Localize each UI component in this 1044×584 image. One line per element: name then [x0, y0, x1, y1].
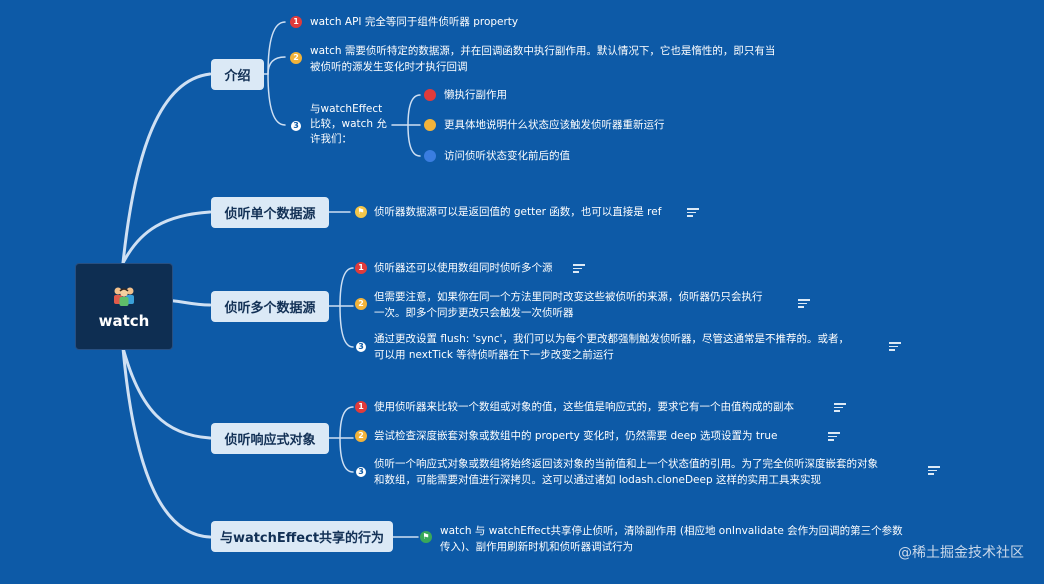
root-title: watch — [98, 311, 150, 330]
compare-label-line-2: 比较，watch 允 — [310, 118, 387, 130]
badge-2-icon: 2 — [355, 430, 367, 442]
compare-label-line-3: 许我们： — [310, 133, 352, 145]
root-node[interactable]: watch — [75, 263, 173, 350]
intro-item-2-line-1[interactable]: watch 需要侦听特定的数据源，并在回调函数中执行副作用。默认情况下，它也是惰… — [310, 45, 776, 57]
multi-item-2-line-2[interactable]: 一次。即多个同步更改只会触发一次侦听器 — [374, 307, 574, 319]
note-icon[interactable] — [573, 264, 585, 274]
intro-item-2-line-2[interactable]: 被侦听的源发生变化时才执行回调 — [310, 61, 468, 73]
blue-dot-icon — [424, 150, 436, 162]
reactive-item-1[interactable]: 使用侦听器来比较一个数组或对象的值，这些值是响应式的，要求它有一个由值构成的副本 — [374, 401, 794, 413]
branch-shared[interactable]: 与watchEffect共享的行为 — [211, 521, 393, 552]
note-icon[interactable] — [828, 432, 840, 442]
branch-intro-label: 介绍 — [224, 69, 251, 84]
multi-item-3-line-1[interactable]: 通过更改设置 flush: 'sync'，我们可以为每个更改都强制触发侦听器，尽… — [374, 333, 849, 345]
orange-dot-icon — [424, 119, 436, 131]
badge-1-icon: 1 — [355, 262, 367, 274]
multi-item-3-line-2[interactable]: 可以用 nextTick 等待侦听器在下一步改变之前运行 — [374, 349, 614, 361]
red-dot-icon — [424, 89, 436, 101]
branch-reactive-label: 侦听响应式对象 — [224, 433, 316, 448]
reactive-item-2[interactable]: 尝试检查深度嵌套对象或数组中的 property 变化时，仍然需要 deep 选… — [374, 430, 778, 442]
badge-3-icon: 3 — [355, 466, 367, 478]
branch-reactive[interactable]: 侦听响应式对象 — [211, 423, 329, 454]
compare-label-line-1: 与watchEffect — [310, 103, 383, 115]
shared-item-line-2[interactable]: 传入)、副作用刷新时机和侦听器调试行为 — [440, 541, 634, 553]
flag-icon: ⚑ — [355, 206, 367, 218]
note-icon[interactable] — [928, 466, 940, 476]
branch-multi-label: 侦听多个数据源 — [224, 301, 316, 316]
badge-2-icon: 2 — [355, 298, 367, 310]
note-icon[interactable] — [798, 299, 810, 309]
branch-multi[interactable]: 侦听多个数据源 — [211, 291, 329, 322]
multi-item-2-line-1[interactable]: 但需要注意，如果你在同一个方法里同时改变这些被侦听的来源，侦听器仍只会执行 — [374, 291, 763, 303]
reactive-item-3-line-2[interactable]: 和数组，可能需要对值进行深拷贝。这可以通过诸如 lodash.cloneDeep… — [374, 474, 821, 486]
reactive-item-3-line-1[interactable]: 侦听一个响应式对象或数组将始终返回该对象的当前值和上一个状态值的引用。为了完全侦… — [374, 458, 878, 470]
note-icon[interactable] — [687, 208, 699, 218]
compare-item-3[interactable]: 访问侦听状态变化前后的值 — [444, 150, 570, 162]
compare-item-1[interactable]: 懒执行副作用 — [444, 89, 507, 101]
branch-shared-label: 与watchEffect共享的行为 — [219, 531, 385, 546]
watermark: @稀土掘金技术社区 — [898, 545, 1024, 561]
note-icon[interactable] — [889, 342, 901, 352]
branch-intro[interactable]: 介绍 — [211, 59, 264, 90]
compare-item-2[interactable]: 更具体地说明什么状态应该触发侦听器重新运行 — [444, 119, 665, 131]
badge-1-icon: 1 — [355, 401, 367, 413]
single-item[interactable]: 侦听器数据源可以是返回值的 getter 函数，也可以直接是 ref — [374, 206, 662, 218]
badge-3-icon: 3 — [290, 120, 302, 132]
note-icon[interactable] — [834, 403, 846, 413]
branch-single-label: 侦听单个数据源 — [224, 207, 316, 222]
intro-item-1[interactable]: watch API 完全等同于组件侦听器 property — [310, 16, 519, 28]
badge-3-icon: 3 — [355, 341, 367, 353]
shared-item-line-1[interactable]: watch 与 watchEffect共享停止侦听，清除副作用 (相应地 onI… — [440, 525, 903, 537]
badge-1-icon: 1 — [290, 16, 302, 28]
people-group-icon — [114, 287, 134, 306]
multi-item-1[interactable]: 侦听器还可以使用数组同时侦听多个源 — [374, 262, 553, 274]
compare-label[interactable]: 与watchEffect 比较，watch 允 许我们： — [310, 102, 387, 147]
badge-2-icon: 2 — [290, 52, 302, 64]
green-flag-icon: ⚑ — [420, 531, 432, 543]
branch-single[interactable]: 侦听单个数据源 — [211, 197, 329, 228]
